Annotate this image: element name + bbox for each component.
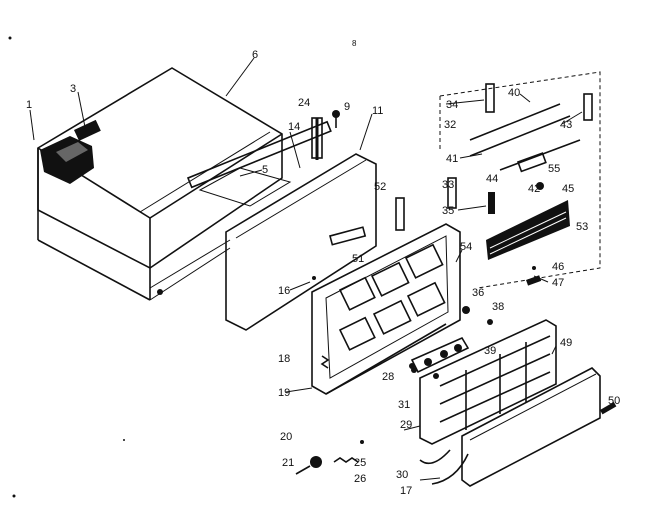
label-44: 44 (486, 173, 498, 185)
label-53: 53 (576, 221, 588, 233)
label-19: 19 (278, 387, 290, 399)
control-knobs (410, 306, 493, 379)
clip-50 (600, 402, 617, 415)
part-labels: 1 3 6 24 9 11 14 5 34 40 32 43 41 55 42 … (26, 39, 620, 497)
label-24: 24 (298, 97, 310, 109)
label-33: 33 (442, 179, 454, 191)
label-11: 11 (372, 105, 383, 117)
rod-51 (329, 226, 367, 246)
front-panel-49 (461, 367, 601, 487)
label-14: 14 (288, 121, 300, 133)
cabinet-box (37, 67, 332, 301)
label-50: 50 (608, 395, 620, 407)
compressor-unit (40, 119, 101, 184)
label-41: 41 (446, 153, 458, 165)
label-47: 47 (552, 277, 564, 289)
side-panel (225, 153, 377, 331)
label-34: 34 (446, 99, 458, 111)
label-25: 25 (354, 457, 366, 469)
label-49: 49 (560, 337, 572, 349)
label-30: 30 (396, 469, 408, 481)
label-20: 20 (280, 431, 292, 443)
label-5: 5 (262, 164, 268, 176)
louver-assembly (439, 71, 601, 289)
screw-9 (332, 110, 340, 128)
label-18: 18 (278, 353, 290, 365)
label-43: 43 (560, 119, 572, 131)
label-39: 39 (484, 345, 496, 357)
label-3: 3 (70, 83, 76, 95)
label-1: 1 (26, 99, 32, 111)
label-36: 36 (472, 287, 484, 299)
label-51: 51 (352, 253, 364, 265)
label-46: 46 (552, 261, 564, 273)
label-16: 16 (278, 285, 290, 297)
filter-grid (419, 319, 557, 445)
label-8: 8 (352, 39, 357, 48)
label-31: 31 (398, 399, 410, 411)
label-26: 26 (354, 473, 366, 485)
label-6: 6 (252, 49, 258, 61)
label-52: 52 (374, 181, 386, 193)
label-28: 28 (382, 371, 394, 383)
label-17: 17 (400, 485, 412, 497)
label-45: 45 (562, 183, 574, 195)
label-42: 42 (528, 183, 540, 195)
hardware-lower-left (295, 276, 469, 485)
label-40: 40 (508, 87, 520, 99)
rod-52 (395, 197, 405, 231)
bracket-24 (311, 117, 323, 160)
label-9: 9 (344, 101, 350, 113)
label-35: 35 (442, 205, 454, 217)
label-55: 55 (548, 163, 560, 175)
label-38: 38 (492, 301, 504, 313)
label-32: 32 (444, 119, 456, 131)
scan-specks (8, 36, 125, 498)
leader-lines (29, 57, 583, 481)
front-frame (311, 223, 461, 395)
label-21: 21 (282, 457, 294, 469)
label-29: 29 (400, 419, 412, 431)
label-54: 54 (460, 241, 472, 253)
